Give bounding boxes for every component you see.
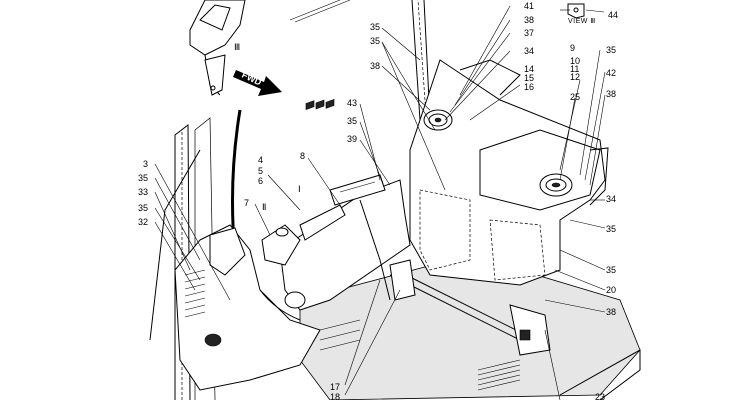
center-console [279,99,411,311]
floor-rails [389,259,551,356]
callout-17: 17 [330,382,340,392]
callout-33: 33 [138,187,148,197]
callout-12: 12 [570,72,580,82]
callout-15: 15 [524,73,534,83]
right-console [409,59,609,286]
callout-43: 43 [347,98,357,108]
view-mark-ii: Ⅱ [262,202,266,212]
callout-35: 35 [370,22,380,32]
bracket-detail [567,3,585,19]
callout-6: 6 [258,176,263,186]
top-cupholder [423,109,453,131]
callout-20: 20 [606,285,616,295]
callout-35: 35 [138,203,148,213]
switch-panel [305,99,335,111]
callout-16: 16 [524,82,534,92]
callout-35: 35 [606,224,616,234]
callout-35: 35 [370,36,380,46]
fwd-arrow: FWD [233,70,282,96]
callout-35: 35 [138,173,148,183]
floor-grille [477,359,521,391]
callouts: 41 38 37 34 35 35 38 14 15 16 9 10 11 12… [138,1,618,400]
callout-38: 38 [606,89,616,99]
callout-38: 38 [606,307,616,317]
callout-39: 39 [347,134,357,144]
callout-9: 9 [570,43,575,53]
callout-37: 37 [524,28,534,38]
callout-8: 8 [300,151,305,161]
callout-4: 4 [258,155,263,165]
callout-38: 38 [524,15,534,25]
callout-35: 35 [347,116,357,126]
callout-38: 38 [370,61,380,71]
view-label: VIEW Ⅲ [568,18,596,25]
callout-5: 5 [258,166,263,176]
callout-32: 32 [138,217,148,227]
callout-3: 3 [143,159,148,169]
right-cupholder [539,173,573,197]
callout-11: 11 [570,64,579,74]
leader-lines [154,5,606,400]
callout-42: 42 [606,68,616,78]
callout-34: 34 [606,194,616,204]
view-mark-i: Ⅰ [298,184,301,194]
view-iii-detail [189,0,246,96]
view-mark-iii: Ⅲ [234,42,240,52]
callout-41: 41 [524,1,534,11]
callout-34: 34 [524,46,534,56]
callout-44: 44 [608,10,618,20]
callout-23: 23 [595,392,605,400]
callout-14: 14 [524,64,534,74]
callout-35: 35 [606,265,616,275]
callout-10: 10 [570,56,580,66]
callout-25: 25 [570,92,580,102]
callout-18: 18 [330,392,340,400]
callout-35: 35 [606,45,616,55]
callout-7: 7 [244,198,249,208]
